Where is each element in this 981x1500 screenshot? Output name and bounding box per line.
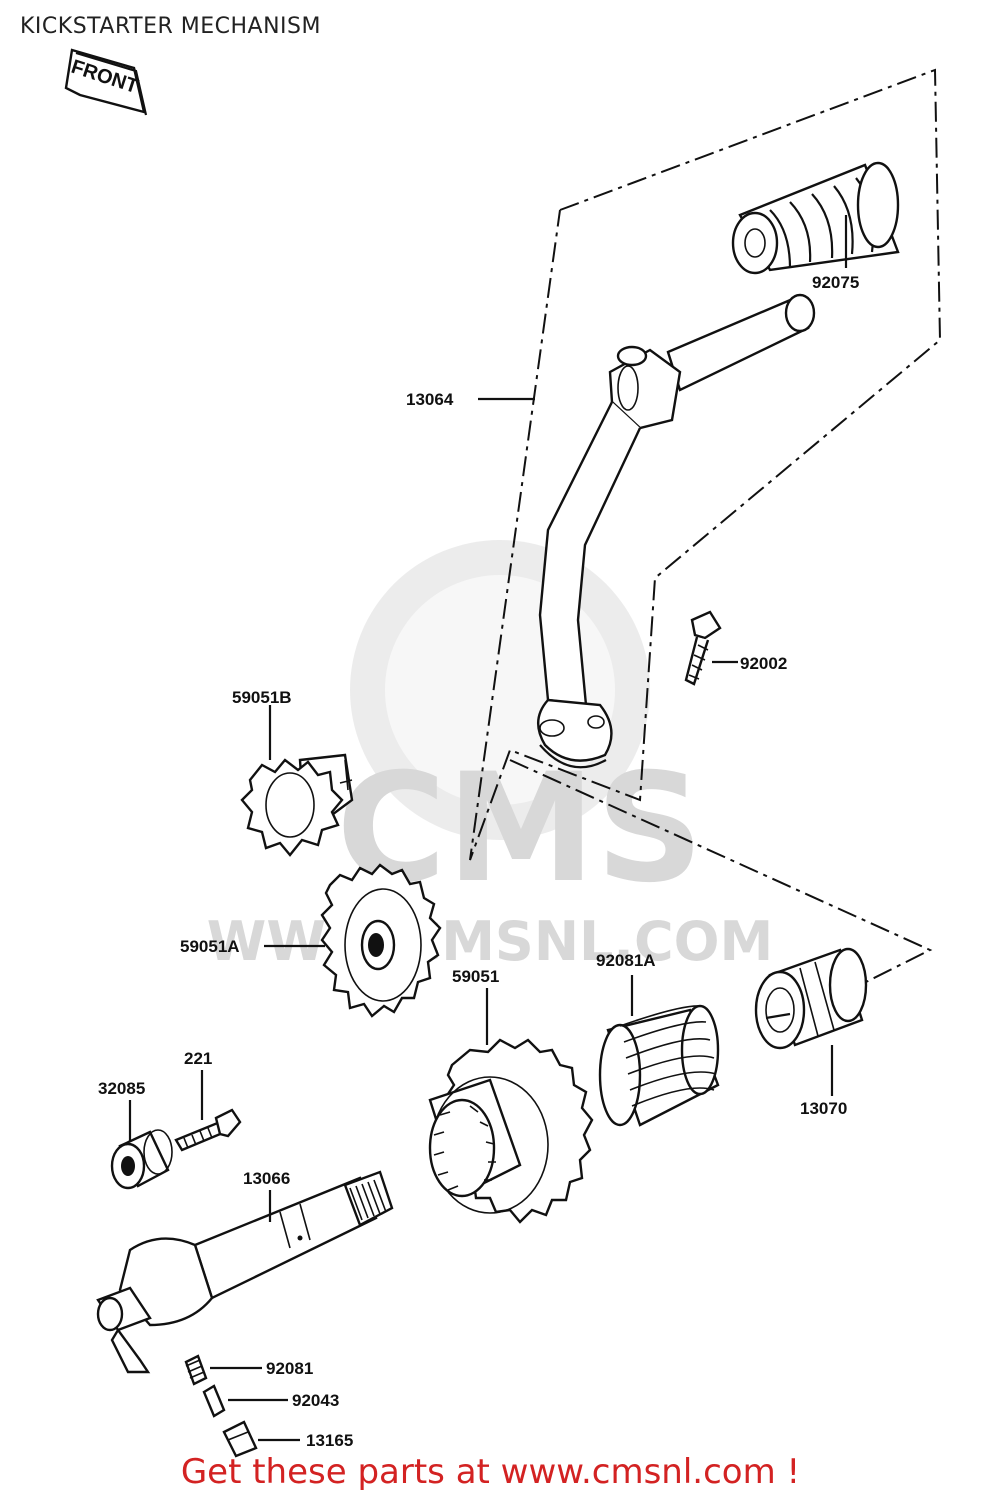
bolt-221 [174, 1108, 242, 1152]
cms-watermark: CMS WWW.CMSNL.COM [207, 540, 773, 973]
guide-13070 [754, 947, 868, 1050]
group-outline [469, 68, 942, 861]
group-connector [509, 759, 933, 986]
watermark-url: WWW.CMSNL.COM [207, 910, 773, 973]
spring-92081 [184, 1354, 208, 1386]
label-92002: 92002 [740, 654, 787, 673]
label-59051A: 59051A [180, 937, 240, 956]
cap-13165 [222, 1420, 258, 1458]
footer-link-text[interactable]: Get these parts at www.cmsnl.com ! [180, 1452, 801, 1492]
gear-59051A [320, 863, 442, 1018]
label-92081A: 92081A [596, 951, 656, 970]
collar-32085 [110, 1129, 173, 1190]
pedal-rubber-92075 [731, 161, 900, 275]
page-title: KICKSTARTER MECHANISM [20, 14, 321, 39]
label-221: 221 [184, 1049, 212, 1068]
kick-pedal-arm-13064 [537, 293, 816, 769]
label-92075: 92075 [812, 273, 859, 292]
front-arrow-tag: FRONT [64, 48, 148, 116]
gear-59051 [428, 1038, 594, 1224]
kick-shaft-13066 [96, 1170, 394, 1374]
label-59051: 59051 [452, 967, 499, 986]
label-13165: 13165 [306, 1431, 353, 1450]
label-32085: 32085 [98, 1079, 145, 1098]
bolt-92002 [684, 610, 722, 686]
label-13070: 13070 [800, 1099, 847, 1118]
label-59051B: 59051B [232, 688, 292, 707]
label-13064: 13064 [406, 390, 454, 409]
label-13066: 13066 [243, 1169, 290, 1188]
spring-92081A [598, 1004, 720, 1127]
label-92081: 92081 [266, 1359, 313, 1378]
gear-59051B [240, 753, 354, 857]
label-92043: 92043 [292, 1391, 339, 1410]
pin-92043 [202, 1384, 226, 1418]
